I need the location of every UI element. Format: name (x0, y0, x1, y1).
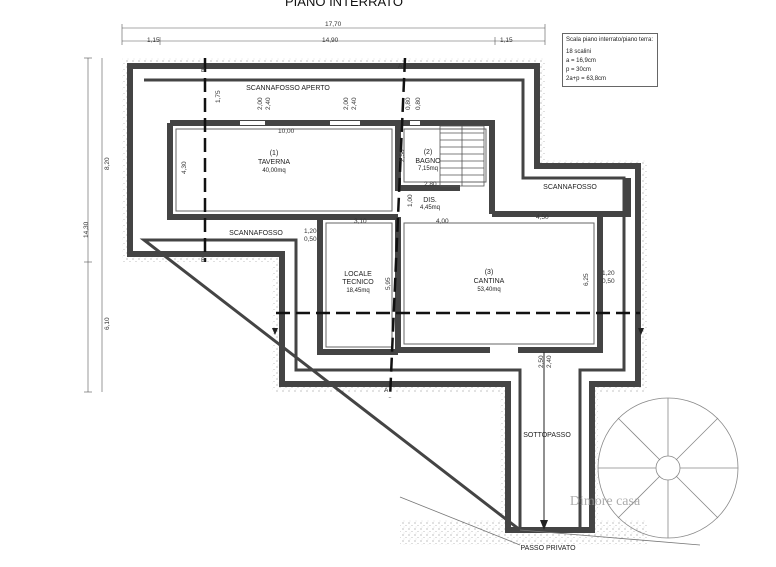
dim-lower-height: 6,10 (104, 317, 111, 330)
svg-text:2,00: 2,00 (343, 97, 350, 110)
staircase (439, 125, 485, 187)
bagno-number: (2) (424, 149, 433, 156)
dim-right-margin: 1,15 (500, 37, 513, 44)
dim-opening-0-50a: 0,50 (304, 236, 317, 243)
svg-text:0,80: 0,80 (405, 97, 412, 110)
section-marker-a: A A (384, 63, 403, 394)
dim-3-10: 3,10 (354, 218, 367, 225)
sottopasso-label: SOTTOPASSO (523, 432, 571, 439)
dim-total-width: 17,70 (325, 21, 342, 28)
scannafosso-left-label: SCANNAFOSSO (229, 230, 283, 237)
passo-privato-label: PASSO PRIVATO (520, 545, 576, 552)
dim-top-1-75: 1,75 (215, 90, 222, 103)
scannafosso-aperto-label: SCANNAFOSSO APERTO (246, 85, 330, 92)
dim-total-height: 14,30 (83, 221, 90, 238)
dis-area: 4,45mq (420, 205, 440, 211)
taverna-name: TAVERNA (258, 159, 290, 166)
stair-legend: Scala piano interrato/piano terra: 18 sc… (562, 33, 658, 87)
svg-text:2,40: 2,40 (351, 97, 358, 110)
dim-upper-height: 8,20 (104, 157, 111, 170)
locale-name-2: TECNICO (342, 279, 374, 286)
scannafosso-right-label: SCANNAFOSSO (543, 184, 597, 191)
outer-wall (127, 63, 641, 533)
bagno-area: 7,15mq (418, 166, 438, 172)
plan-title: PIANO INTERRATO (285, 0, 403, 9)
bagno-name: BAGNO (415, 158, 441, 165)
svg-text:2,40: 2,40 (265, 97, 272, 110)
section-marker-b: B B (201, 67, 205, 264)
taverna-area: 40,00mq (262, 168, 285, 174)
svg-text:A: A (398, 63, 403, 70)
locale-name-1: LOCALE (344, 271, 372, 278)
dim-inner-width: 14,90 (322, 37, 339, 44)
dim-stair-2-50: 2,50 (538, 355, 545, 368)
spiral-stair (597, 397, 739, 539)
svg-text:B: B (201, 257, 205, 264)
svg-text:A: A (384, 387, 389, 394)
dis-name: DIS. (423, 197, 437, 204)
cantina-area: 53,40mq (477, 287, 500, 293)
dim-stair-2-40: 2,40 (546, 355, 553, 368)
dim-locale-h: 5,95 (385, 277, 392, 290)
dim-opening-0-50b: 0,50 (602, 278, 615, 285)
dim-bagno-w: 2,80 (424, 181, 437, 188)
locale-area: 18,45mq (346, 288, 369, 294)
dim-dis-h: 1,00 (407, 194, 414, 207)
svg-text:0,80: 0,80 (415, 97, 422, 110)
dim-taverna-width: 10,00 (278, 128, 295, 135)
svg-text:B: B (201, 67, 205, 74)
dim-opening-1-20a: 1,20 (304, 228, 317, 235)
legend-line: 2a+p = 63,8cm (566, 76, 607, 82)
cantina-name: CANTINA (474, 278, 505, 285)
legend-heading: Scala piano interrato/piano terra: (566, 37, 654, 43)
dim-4-00: 4,00 (436, 218, 449, 225)
dim-opening-1-20b: 1,20 (602, 270, 615, 277)
dim-4-50: 4,50 (536, 214, 549, 221)
watermark: Dimore casa (570, 494, 641, 509)
dim-taverna-depth: 4,30 (181, 161, 188, 174)
legend-line: a = 16,9cm (566, 58, 596, 64)
legend-line: 18 scalini (566, 49, 592, 55)
taverna-number: (1) (270, 150, 279, 157)
dim-cantina-h: 6,25 (583, 273, 590, 286)
dim-left-margin: 1,15 (147, 37, 160, 44)
cantina-number: (3) (485, 269, 494, 276)
svg-text:2,00: 2,00 (257, 97, 264, 110)
dim-bagno-h: 2,50 (399, 149, 406, 162)
legend-line: p = 30cm (566, 67, 591, 73)
